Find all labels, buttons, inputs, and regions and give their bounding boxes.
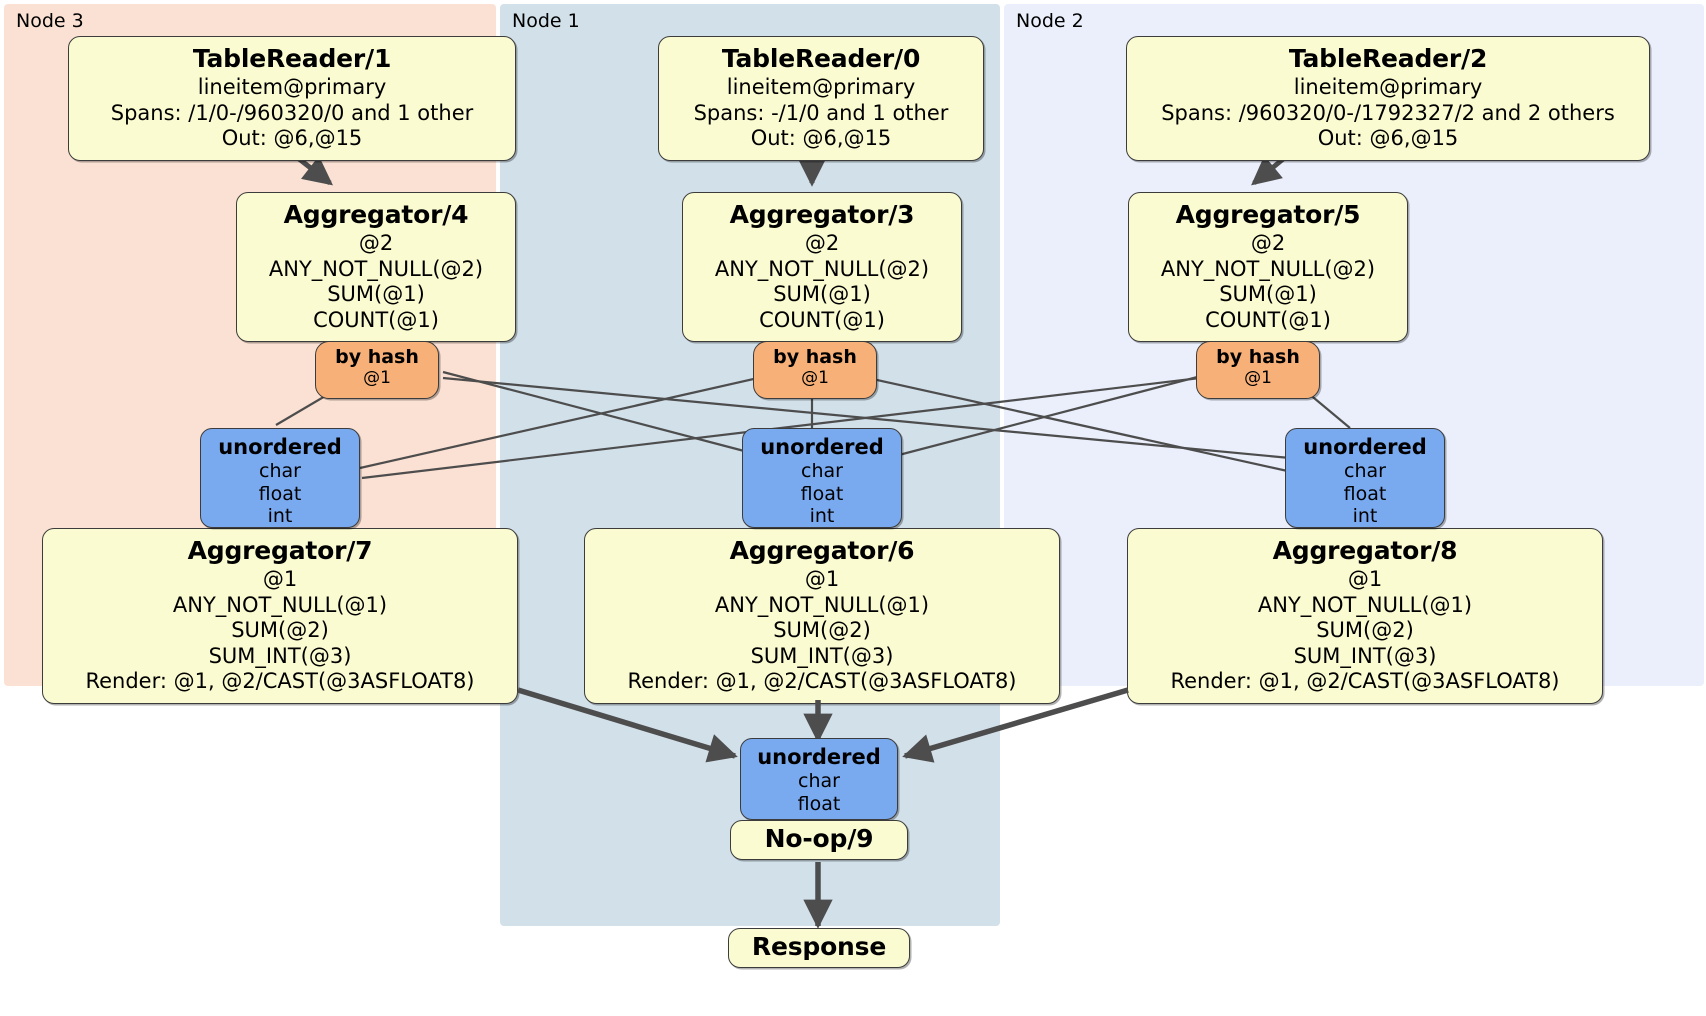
synchronizer-unordered-8[interactable]: unordered char float int xyxy=(1285,428,1445,528)
router-column: @1 xyxy=(363,368,391,389)
node-label-node1: Node 1 xyxy=(512,10,580,32)
processor-response[interactable]: Response xyxy=(728,928,910,968)
processor-detail: Out: @6,@15 xyxy=(750,126,892,151)
processor-detail: COUNT(@1) xyxy=(313,307,439,332)
node-label-node2: Node 2 xyxy=(1016,10,1084,32)
synchronizer-kind: unordered xyxy=(1303,435,1427,459)
processor-detail: COUNT(@1) xyxy=(1205,307,1331,332)
processor-title: Aggregator/6 xyxy=(729,536,915,565)
synchronizer-type: int xyxy=(809,505,835,527)
synchronizer-type: char xyxy=(259,460,301,483)
processor-detail: Out: @6,@15 xyxy=(221,126,363,151)
processor-detail: SUM_INT(@3) xyxy=(208,643,352,668)
synchronizer-kind: unordered xyxy=(757,745,881,769)
processor-aggregator-6[interactable]: Aggregator/6 @1 ANY_NOT_NULL(@1) SUM(@2)… xyxy=(584,528,1060,705)
synchronizer-type: int xyxy=(1352,505,1378,527)
processor-aggregator-7[interactable]: Aggregator/7 @1 ANY_NOT_NULL(@1) SUM(@2)… xyxy=(42,528,518,705)
synchronizer-type: char xyxy=(1344,460,1386,483)
processor-detail: Spans: /960320/0-/1792327/2 and 2 others xyxy=(1161,100,1615,125)
processor-detail: ANY_NOT_NULL(@1) xyxy=(714,592,930,617)
router-column: @1 xyxy=(801,368,829,389)
processor-title: Aggregator/5 xyxy=(1175,200,1361,229)
processor-title: TableReader/1 xyxy=(192,44,392,73)
router-kind: by hash xyxy=(773,346,857,368)
processor-detail: SUM(@1) xyxy=(327,282,425,307)
processor-detail: SUM(@2) xyxy=(773,618,871,643)
synchronizer-type: int xyxy=(267,505,293,527)
synchronizer-type: float xyxy=(1343,482,1387,505)
processor-detail: ANY_NOT_NULL(@2) xyxy=(714,256,930,281)
processor-title: Aggregator/8 xyxy=(1272,536,1458,565)
processor-detail: SUM(@1) xyxy=(1219,282,1317,307)
processor-title: Response xyxy=(751,932,887,961)
processor-table-reader-1[interactable]: TableReader/1 lineitem@primary Spans: /1… xyxy=(68,36,516,161)
processor-aggregator-3[interactable]: Aggregator/3 @2 ANY_NOT_NULL(@2) SUM(@1)… xyxy=(682,192,962,343)
synchronizer-kind: unordered xyxy=(760,435,884,459)
processor-detail: lineitem@primary xyxy=(1293,75,1483,99)
router-kind: by hash xyxy=(335,346,419,368)
synchronizer-unordered-7[interactable]: unordered char float int xyxy=(200,428,360,528)
processor-detail: ANY_NOT_NULL(@1) xyxy=(1257,592,1473,617)
processor-detail: lineitem@primary xyxy=(197,75,387,99)
processor-detail: Render: @1, @2/CAST(@3ASFLOAT8) xyxy=(1170,669,1560,694)
processor-detail: ANY_NOT_NULL(@1) xyxy=(172,592,388,617)
processor-detail: SUM(@2) xyxy=(231,618,329,643)
router-column: @1 xyxy=(1244,368,1272,389)
processor-detail: COUNT(@1) xyxy=(759,307,885,332)
synchronizer-type: float xyxy=(258,482,302,505)
processor-detail: @1 xyxy=(1347,567,1383,591)
node-label-node3: Node 3 xyxy=(16,10,84,32)
processor-detail: SUM_INT(@3) xyxy=(1293,643,1437,668)
processor-aggregator-5[interactable]: Aggregator/5 @2 ANY_NOT_NULL(@2) SUM(@1)… xyxy=(1128,192,1408,343)
synchronizer-type: float xyxy=(797,792,841,815)
processor-title: TableReader/2 xyxy=(1288,44,1488,73)
router-by-hash-3[interactable]: by hash @1 xyxy=(753,341,877,399)
processor-detail: Out: @6,@15 xyxy=(1317,126,1459,151)
synchronizer-unordered-6[interactable]: unordered char float int xyxy=(742,428,902,528)
processor-detail: @2 xyxy=(804,231,840,255)
processor-detail: @2 xyxy=(1250,231,1286,255)
processor-detail: Render: @1, @2/CAST(@3ASFLOAT8) xyxy=(85,669,475,694)
processor-detail: SUM(@1) xyxy=(773,282,871,307)
processor-table-reader-2[interactable]: TableReader/2 lineitem@primary Spans: /9… xyxy=(1126,36,1650,161)
processor-detail: @2 xyxy=(358,231,394,255)
processor-noop-9[interactable]: No-op/9 xyxy=(730,820,908,860)
processor-detail: Render: @1, @2/CAST(@3ASFLOAT8) xyxy=(627,669,1017,694)
synchronizer-type: float xyxy=(800,482,844,505)
synchronizer-unordered-final[interactable]: unordered char float xyxy=(740,738,898,820)
processor-detail: @1 xyxy=(804,567,840,591)
processor-detail: @1 xyxy=(262,567,298,591)
synchronizer-kind: unordered xyxy=(218,435,342,459)
processor-title: Aggregator/4 xyxy=(283,200,469,229)
processor-detail: SUM_INT(@3) xyxy=(750,643,894,668)
synchronizer-type: char xyxy=(798,770,840,793)
router-by-hash-4[interactable]: by hash @1 xyxy=(315,341,439,399)
processor-title: Aggregator/3 xyxy=(729,200,915,229)
processor-detail: Spans: -/1/0 and 1 other xyxy=(693,100,949,125)
processor-table-reader-0[interactable]: TableReader/0 lineitem@primary Spans: -/… xyxy=(658,36,984,161)
processor-detail: SUM(@2) xyxy=(1316,618,1414,643)
processor-title: TableReader/0 xyxy=(721,44,921,73)
processor-title: No-op/9 xyxy=(764,824,874,853)
processor-detail: Spans: /1/0-/960320/0 and 1 other xyxy=(110,100,474,125)
router-by-hash-5[interactable]: by hash @1 xyxy=(1196,341,1320,399)
processor-aggregator-4[interactable]: Aggregator/4 @2 ANY_NOT_NULL(@2) SUM(@1)… xyxy=(236,192,516,343)
processor-detail: ANY_NOT_NULL(@2) xyxy=(268,256,484,281)
processor-aggregator-8[interactable]: Aggregator/8 @1 ANY_NOT_NULL(@1) SUM(@2)… xyxy=(1127,528,1603,705)
processor-title: Aggregator/7 xyxy=(187,536,373,565)
synchronizer-type: char xyxy=(801,460,843,483)
processor-detail: ANY_NOT_NULL(@2) xyxy=(1160,256,1376,281)
processor-detail: lineitem@primary xyxy=(726,75,916,99)
router-kind: by hash xyxy=(1216,346,1300,368)
